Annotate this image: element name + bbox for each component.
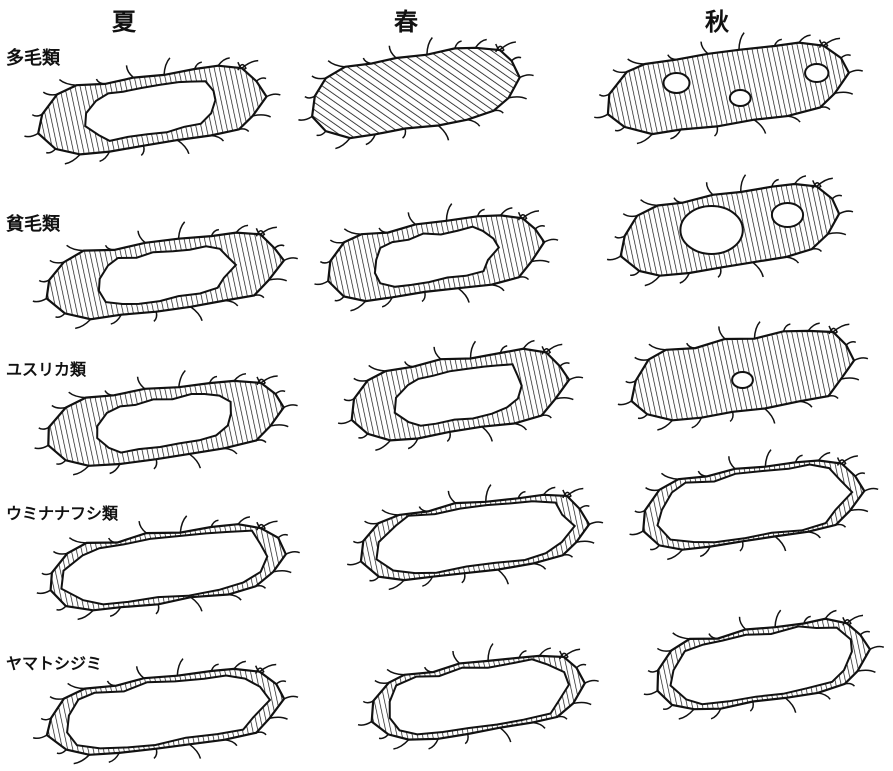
open-area (390, 659, 569, 734)
map-oligochaeta-summer (47, 228, 284, 319)
map-oligochaeta-autumn (621, 180, 839, 275)
open-patch (680, 206, 742, 254)
map-chironomidae-summer (48, 377, 283, 466)
map-polychaeta-autumn (608, 40, 849, 134)
map-corbicula-autumn (658, 617, 870, 709)
hatched-area (312, 48, 520, 138)
open-area (61, 531, 267, 605)
map-amphipoda-autumn (643, 457, 864, 549)
open-patch (730, 90, 751, 106)
map-polychaeta-summer (38, 62, 266, 154)
map-oligochaeta-spring (328, 212, 544, 301)
map-corbicula-summer (47, 666, 284, 755)
hatched-area (608, 43, 849, 135)
map-chironomidae-spring (352, 346, 569, 440)
map-polychaeta-spring (312, 44, 520, 138)
open-patch (732, 372, 753, 388)
open-patch (805, 64, 828, 82)
map-amphipoda-spring (361, 490, 589, 580)
open-area (658, 465, 853, 543)
map-amphipoda-summer (51, 522, 286, 610)
map-corbicula-spring (372, 651, 585, 740)
open-patch (664, 73, 690, 93)
open-patch (772, 203, 803, 227)
open-area (377, 501, 575, 573)
map-chironomidae-autumn (632, 326, 855, 420)
